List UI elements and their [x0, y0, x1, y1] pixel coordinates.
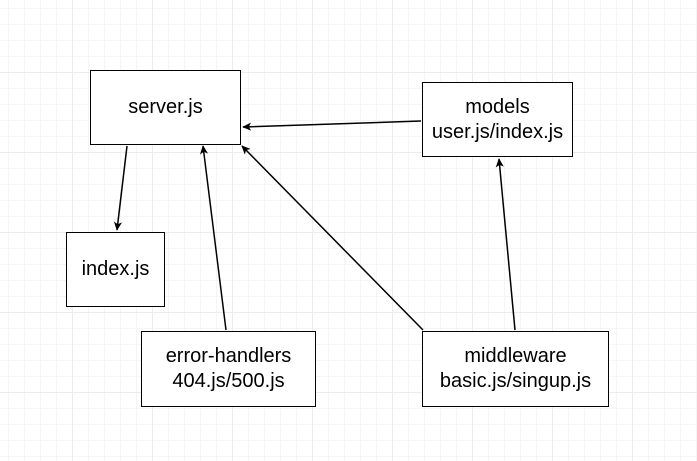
node-models[interactable]: models user.js/index.js	[422, 82, 573, 157]
node-error-handlers[interactable]: error-handlers 404.js/500.js	[141, 331, 316, 407]
node-label: middleware	[464, 345, 567, 367]
node-sublabel: basic.js/singup.js	[439, 370, 592, 392]
edge-middleware-to-models[interactable]	[495, 158, 516, 331]
edge-errors-to-server[interactable]	[199, 145, 227, 331]
edge-models-to-server[interactable]	[242, 120, 422, 131]
node-label: error-handlers	[165, 345, 292, 367]
edge-middleware-to-server[interactable]	[241, 145, 424, 331]
node-server-js[interactable]: server.js	[90, 70, 241, 145]
node-sublabel: user.js/index.js	[431, 120, 564, 143]
node-label: models	[465, 95, 530, 118]
node-label: server.js	[128, 96, 203, 118]
node-label: index.js	[81, 258, 150, 280]
node-index-js[interactable]: index.js	[66, 232, 165, 307]
edge-server-to-index[interactable]	[113, 145, 128, 231]
node-middleware[interactable]: middleware basic.js/singup.js	[422, 331, 609, 407]
node-sublabel: 404.js/500.js	[172, 370, 285, 392]
